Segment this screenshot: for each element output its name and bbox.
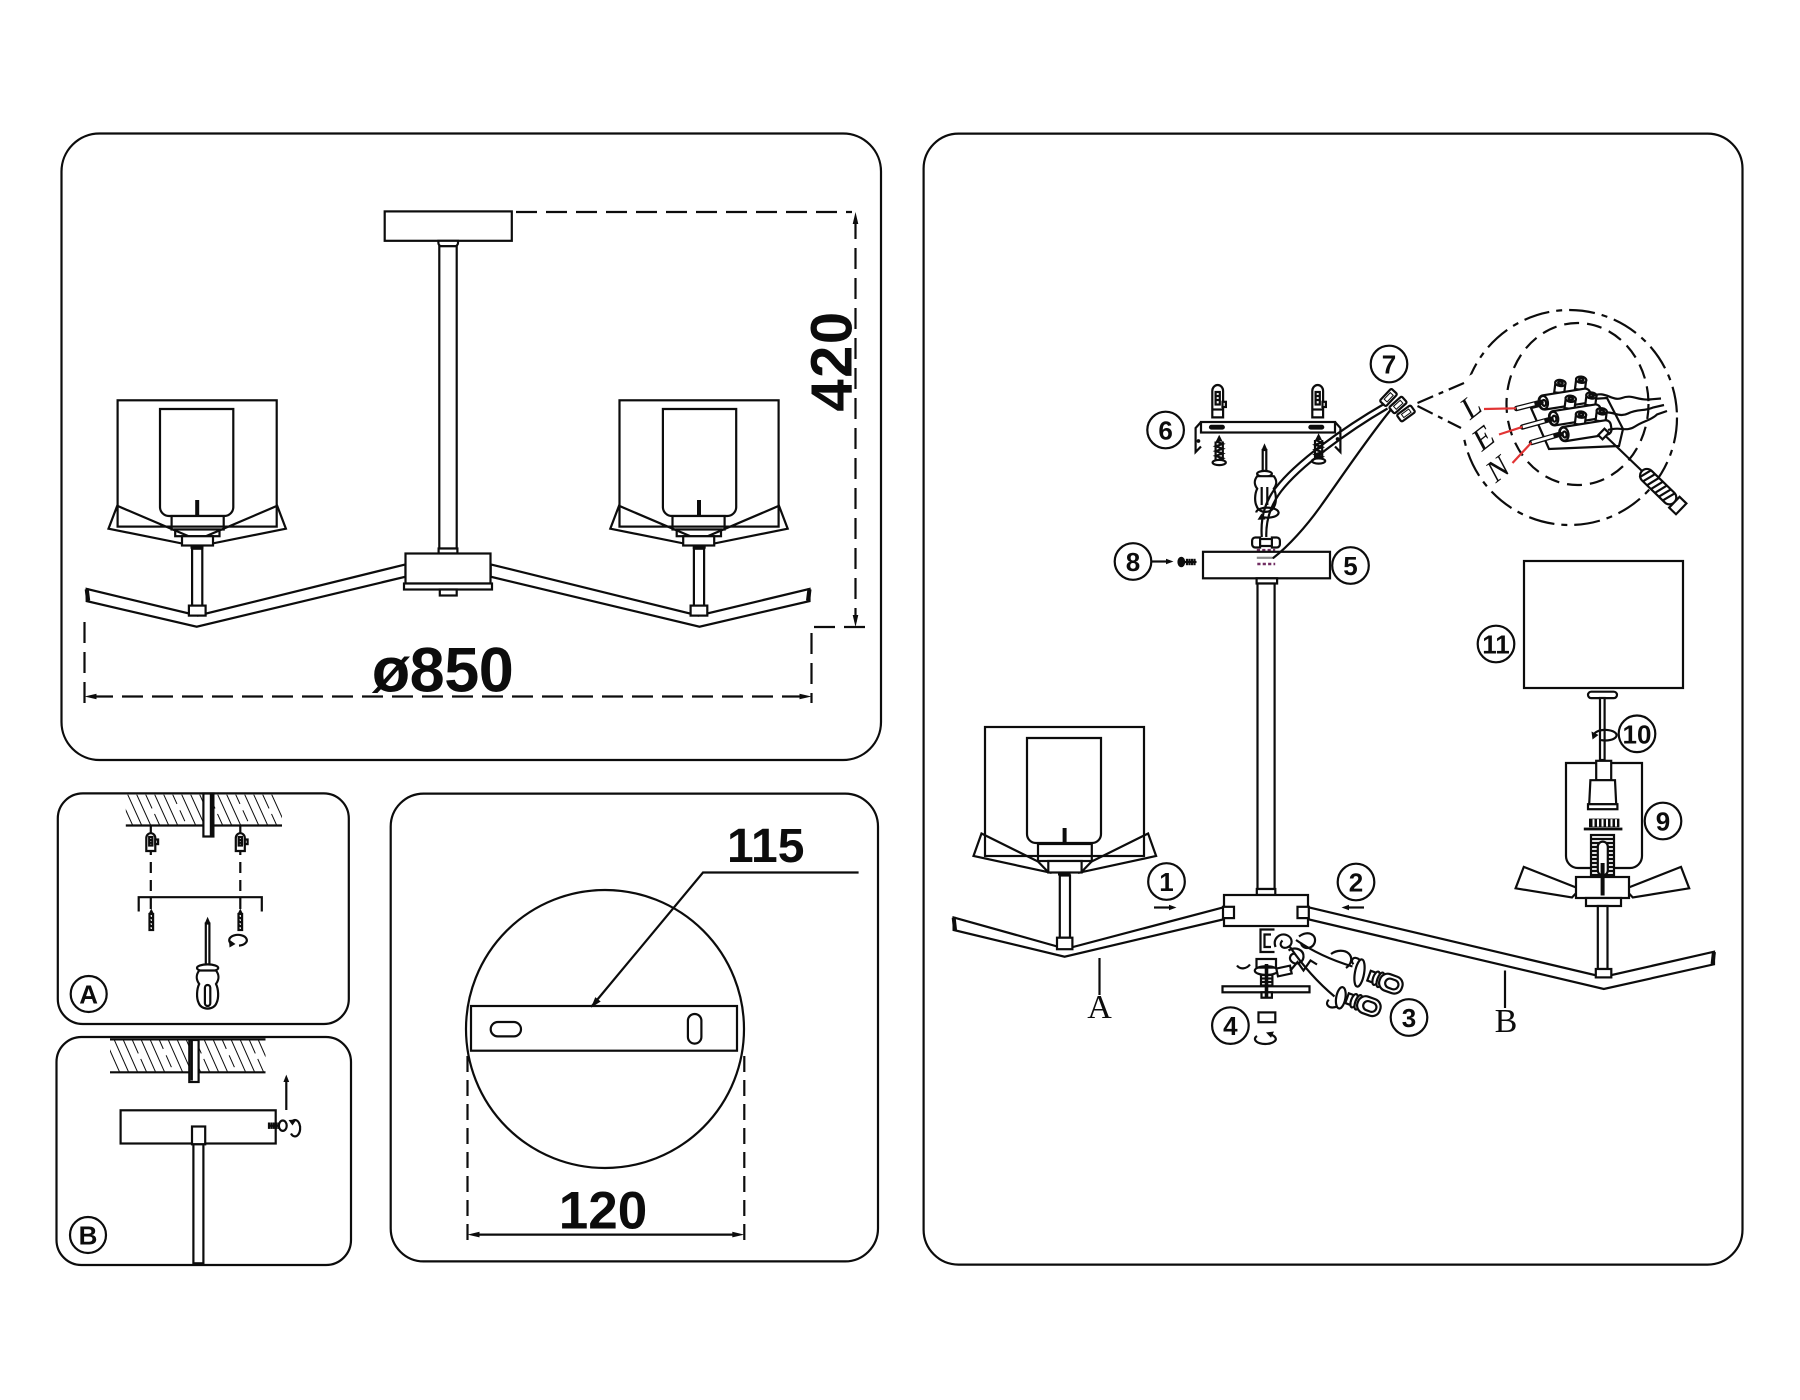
svg-text:9: 9 bbox=[1656, 807, 1670, 837]
svg-text:420: 420 bbox=[800, 310, 865, 411]
svg-text:A: A bbox=[79, 980, 98, 1010]
svg-text:7: 7 bbox=[1382, 350, 1396, 380]
svg-text:115: 115 bbox=[727, 820, 804, 873]
svg-text:ø850: ø850 bbox=[372, 636, 514, 706]
svg-text:A: A bbox=[1087, 989, 1112, 1026]
svg-text:6: 6 bbox=[1158, 416, 1172, 446]
svg-text:3: 3 bbox=[1402, 1003, 1416, 1033]
svg-text:B: B bbox=[1495, 1003, 1518, 1040]
svg-text:1: 1 bbox=[1159, 867, 1173, 897]
svg-text:5: 5 bbox=[1343, 551, 1357, 581]
svg-text:4: 4 bbox=[1223, 1011, 1238, 1041]
svg-text:120: 120 bbox=[559, 1182, 647, 1241]
svg-text:10: 10 bbox=[1623, 719, 1652, 749]
svg-text:B: B bbox=[79, 1221, 98, 1251]
svg-text:8: 8 bbox=[1126, 547, 1140, 577]
svg-text:11: 11 bbox=[1482, 630, 1510, 660]
svg-text:2: 2 bbox=[1349, 868, 1363, 898]
